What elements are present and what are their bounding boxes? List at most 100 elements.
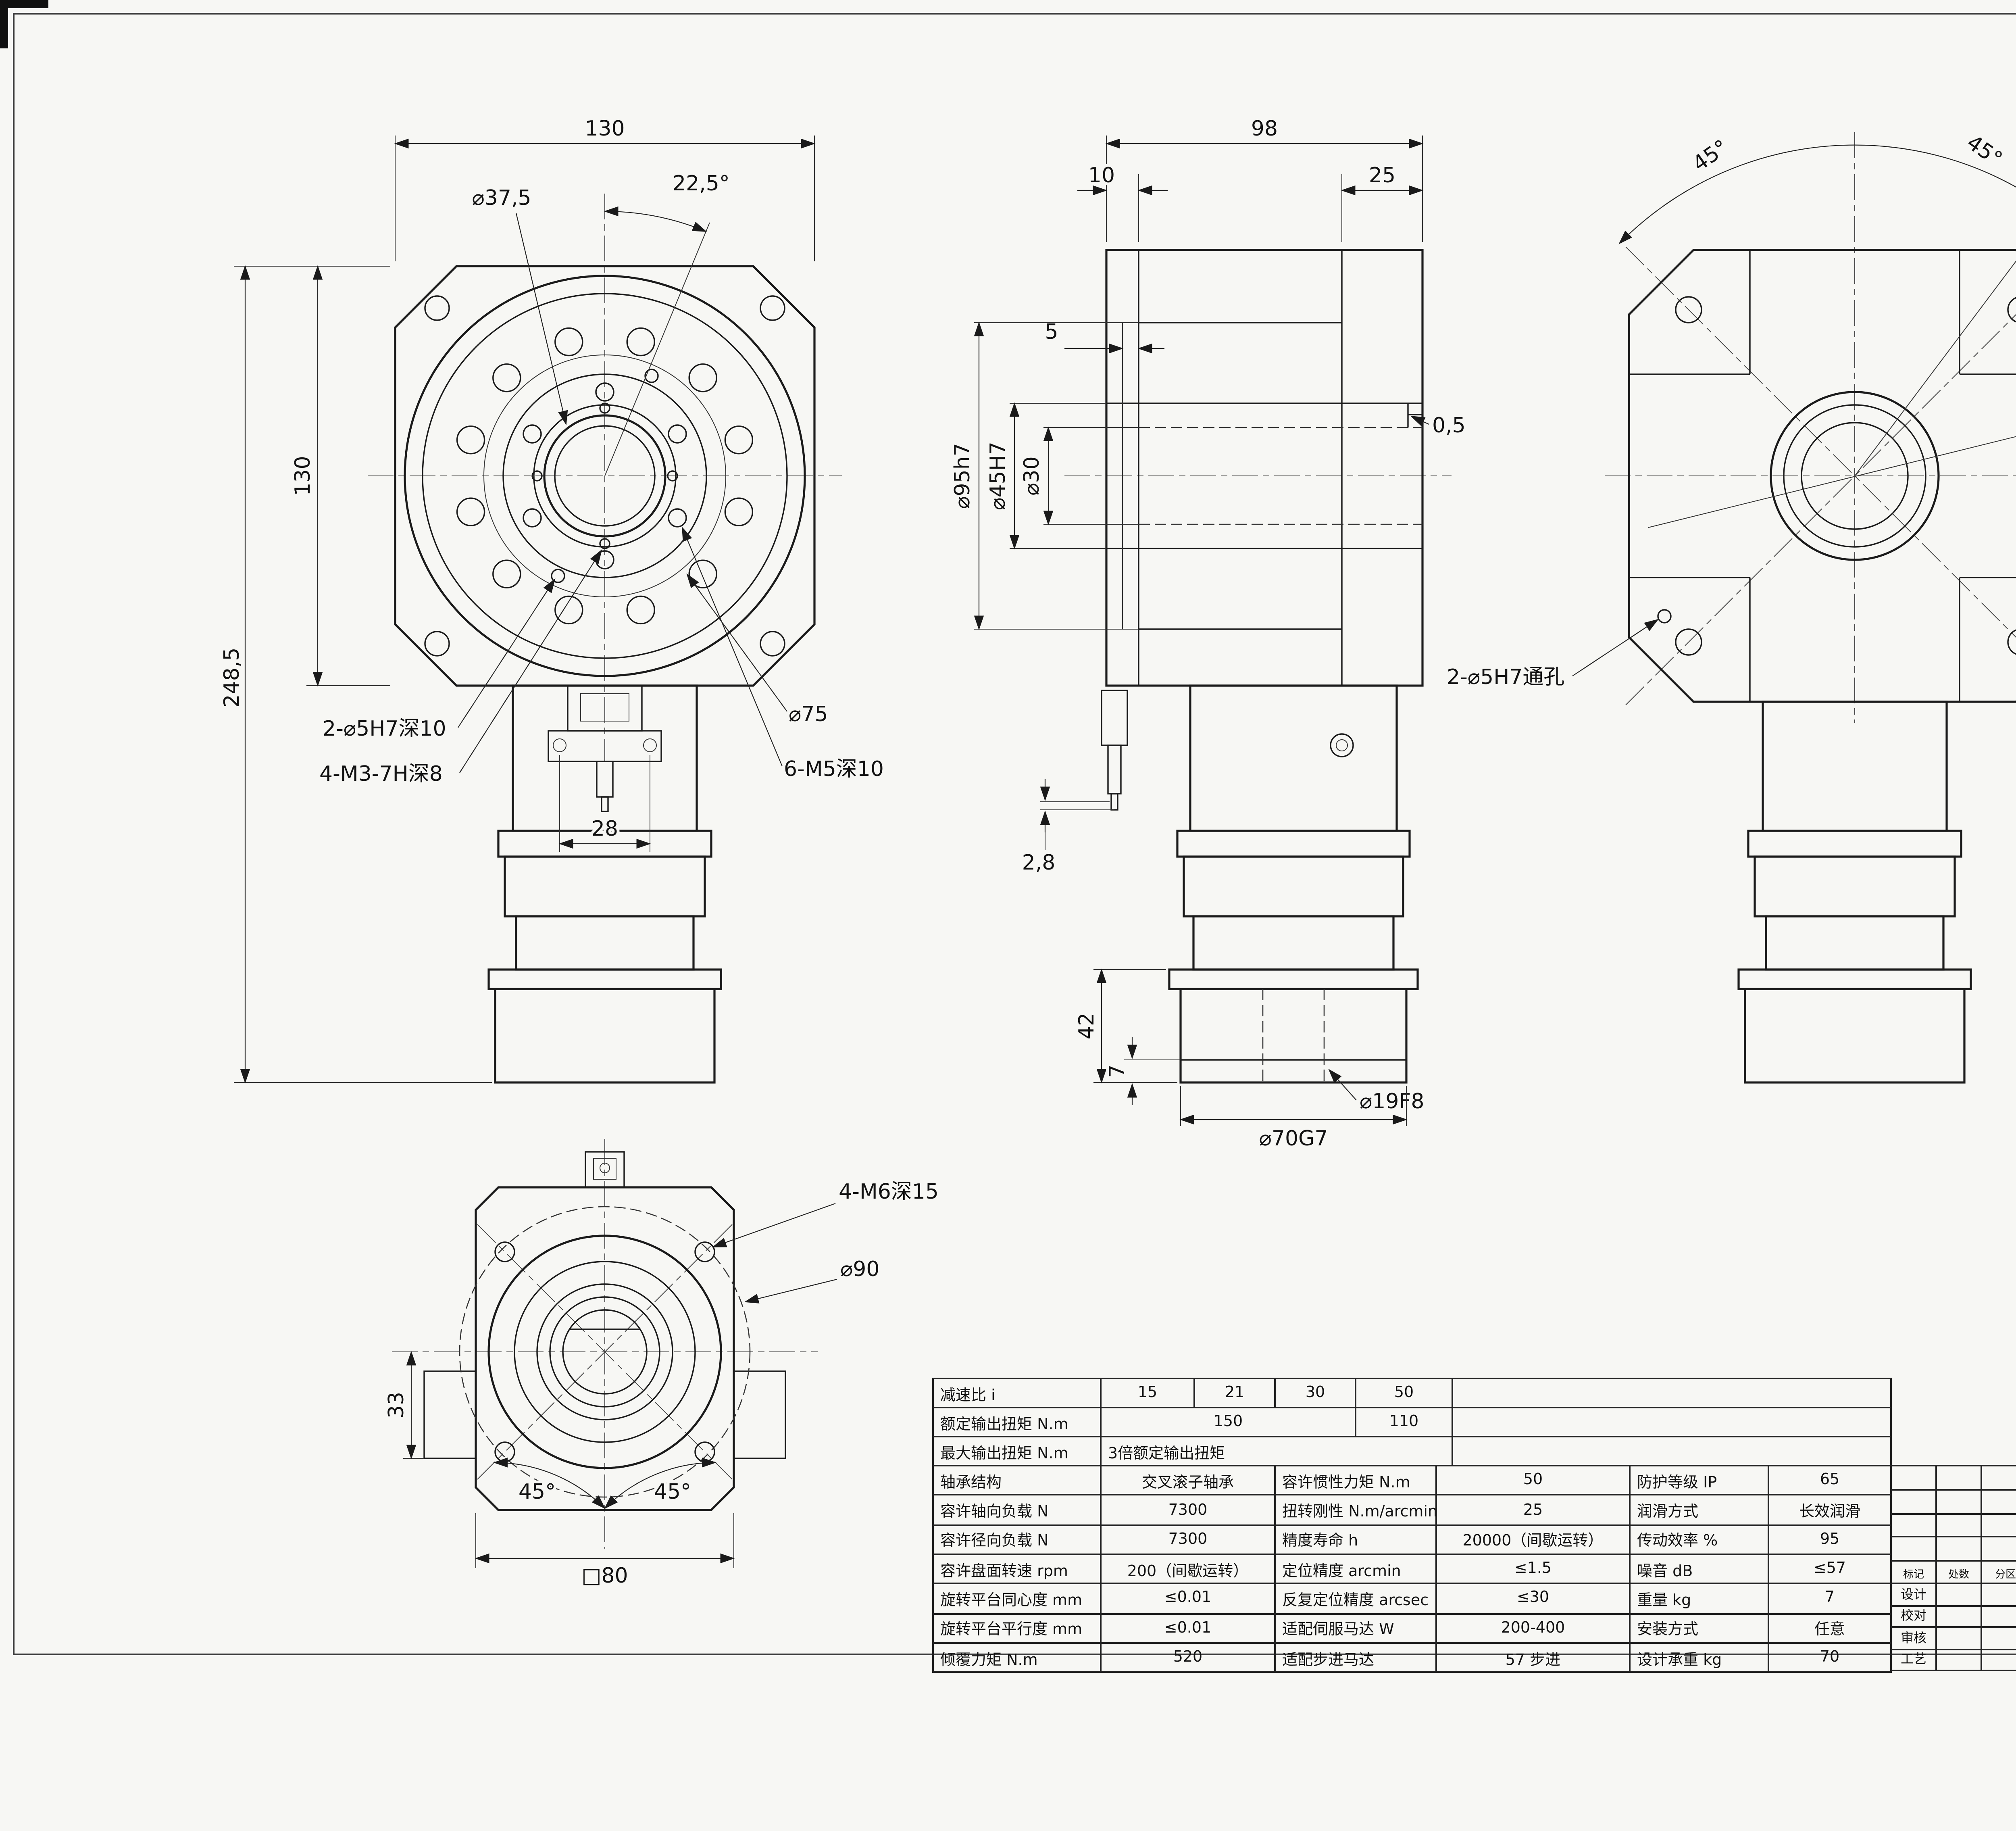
role-cell: 工艺 bbox=[1890, 1648, 1937, 1671]
sig-cell bbox=[1935, 1583, 1982, 1606]
spec-cell: 最大输出扭矩 N.m bbox=[932, 1436, 1102, 1466]
dim-front-height: 130 bbox=[291, 456, 315, 496]
spec-cell: 110 bbox=[1355, 1407, 1453, 1437]
sig-cell bbox=[1935, 1626, 1982, 1650]
spec-cell: 润滑方式 bbox=[1629, 1494, 1769, 1526]
spec-table-top: 减速比 i 15 21 30 50 额定输出扭矩 N.m 150 110 最大输… bbox=[932, 1378, 1892, 1466]
front-pin-holes bbox=[551, 369, 659, 583]
front-m3-holes bbox=[531, 402, 678, 549]
rear-through-holes bbox=[1675, 296, 2016, 656]
spec-cell: 安装方式 bbox=[1629, 1612, 1769, 1644]
rev-cell bbox=[1981, 1536, 2016, 1562]
spec-cell: 200-400 bbox=[1435, 1612, 1631, 1644]
spec-cell: 15 bbox=[1100, 1378, 1195, 1408]
spec-cell: 95 bbox=[1768, 1524, 1892, 1556]
spec-cell: ≤1.5 bbox=[1435, 1553, 1631, 1585]
dim-front-sensor-width: 28 bbox=[591, 817, 618, 841]
spec-cell bbox=[1452, 1436, 1892, 1466]
front-bolt-holes-outer bbox=[456, 327, 754, 625]
dim-front-bolt-circle: ⌀75 bbox=[789, 702, 828, 726]
table-row bbox=[1890, 1536, 2016, 1562]
spec-cell: 任意 bbox=[1768, 1612, 1892, 1644]
table-row: 审核 bbox=[1890, 1626, 2016, 1650]
rev-header-cell: 标记 bbox=[1890, 1560, 1937, 1584]
table-row: 设计 标准化 bbox=[1890, 1583, 2016, 1606]
spec-cell: 交叉滚子轴承 bbox=[1100, 1465, 1276, 1496]
role-cell: 审核 bbox=[1890, 1626, 1937, 1650]
rear-pin-holes bbox=[1657, 609, 1672, 624]
rev-cell bbox=[1890, 1512, 1937, 1538]
rev-cell bbox=[1981, 1489, 2016, 1514]
spec-cell: 200（间歇运转） bbox=[1100, 1553, 1276, 1585]
table-row: 工艺 批准 bbox=[1890, 1648, 2016, 1671]
spec-cell: 轴承结构 bbox=[932, 1465, 1102, 1496]
spec-cell: 适配步进马达 bbox=[1274, 1642, 1437, 1673]
spec-cell: 150 bbox=[1100, 1407, 1356, 1437]
dim-section-d45: ⌀45H7 bbox=[986, 442, 1010, 510]
rev-cell bbox=[1890, 1489, 1937, 1514]
dim-rear-angle-left: 45° bbox=[1688, 135, 1733, 176]
role-cell: 标准化 bbox=[1981, 1583, 2016, 1606]
table-row bbox=[1890, 1489, 2016, 1514]
spec-cell: 旋转平台同心度 mm bbox=[932, 1583, 1102, 1614]
table-row: 标记 处数 分区 更改文件号 签名 年月日 bbox=[1890, 1560, 2016, 1584]
section-motor-assembly bbox=[1168, 684, 1419, 1084]
dim-section-step: 5 bbox=[1045, 320, 1058, 344]
spec-cell: 520 bbox=[1100, 1642, 1276, 1673]
table-row: 容许轴向负载 N 7300 扭转刚性 N.m/arcmin 25 润滑方式 长效… bbox=[932, 1494, 1892, 1526]
front-corner-holes bbox=[424, 295, 785, 657]
sig-cell bbox=[1981, 1604, 2016, 1628]
rear-motor-assembly bbox=[1737, 701, 1972, 1084]
spec-table-bottom: 轴承结构 交叉滚子轴承 容许惯性力矩 N.m 50 防护等级 IP 65 容许轴… bbox=[932, 1465, 1892, 1673]
spec-cell: 容许轴向负载 N bbox=[932, 1494, 1102, 1526]
dim-front-bore: ⌀37,5 bbox=[472, 186, 531, 210]
dim-section-spigot-dia: ⌀70G7 bbox=[1259, 1126, 1328, 1151]
label-front-m5-holes: 6-M5深10 bbox=[784, 757, 884, 781]
dim-front-angle: 22,5° bbox=[673, 171, 730, 196]
spec-cell: 50 bbox=[1355, 1378, 1453, 1408]
label-front-m3-holes: 4-M3-7H深8 bbox=[319, 762, 443, 786]
spec-cell: 30 bbox=[1274, 1378, 1356, 1408]
table-row: 减速比 i 15 21 30 50 bbox=[932, 1378, 1892, 1408]
rev-cell bbox=[1935, 1512, 1982, 1538]
dim-section-flange: 10 bbox=[1088, 163, 1115, 188]
spec-cell: 容许惯性力矩 N.m bbox=[1274, 1465, 1437, 1496]
spec-table: 减速比 i 15 21 30 50 额定输出扭矩 N.m 150 110 最大输… bbox=[932, 1378, 1892, 1673]
table-row: 旋转平台同心度 mm ≤0.01 反复定位精度 arcsec ≤30 重量 kg… bbox=[932, 1583, 1892, 1614]
bottom-view: 4-M6深15 ⌀90 33 45° 45° □80 bbox=[381, 1139, 941, 1591]
spec-cell: 70 bbox=[1768, 1642, 1892, 1673]
role-cell: 设计 bbox=[1890, 1583, 1937, 1606]
sig-cell bbox=[1935, 1604, 1982, 1628]
table-row: 容许径向负载 N 7300 精度寿命 h 20000（间歇运转） 传动效率 % … bbox=[932, 1524, 1892, 1556]
dim-bottom-33: 33 bbox=[384, 1392, 408, 1418]
spec-cell: ≤0.01 bbox=[1100, 1583, 1276, 1614]
rev-header-cell: 处数 bbox=[1935, 1560, 1982, 1584]
dim-bottom-angle-left: 45° bbox=[519, 1480, 556, 1504]
dim-section-step2: 0,5 bbox=[1432, 413, 1466, 438]
spec-cell: 重量 kg bbox=[1629, 1583, 1769, 1614]
table-row: 倾覆力矩 N.m 520 适配步进马达 57 步进 设计承重 kg 70 bbox=[932, 1642, 1892, 1673]
spec-cell: 扭转刚性 N.m/arcmin bbox=[1274, 1494, 1437, 1526]
front-view: 130 130 248,5 22,5° ⌀37,5 2-⌀5H7深10 4-M3… bbox=[217, 114, 887, 1084]
spec-cell: 3倍额定输出扭矩 bbox=[1100, 1436, 1453, 1466]
spec-cell: 旋转平台平行度 mm bbox=[932, 1612, 1102, 1644]
spec-cell: 容许盘面转速 rpm bbox=[932, 1553, 1102, 1585]
spec-cell: 7300 bbox=[1100, 1524, 1276, 1556]
rear-view: 45° 45° 8° ⌀150 2-⌀5H7通孔 4-⌀9通孔 bbox=[1444, 127, 2016, 1084]
table-row bbox=[1890, 1512, 2016, 1538]
bottom-connector bbox=[585, 1151, 625, 1188]
label-rear-pin-holes: 2-⌀5H7通孔 bbox=[1447, 665, 1564, 689]
table-row: 校对 bbox=[1890, 1604, 2016, 1628]
table-row: 最大输出扭矩 N.m 3倍额定输出扭矩 bbox=[932, 1436, 1892, 1466]
spec-cell: 设计承重 kg bbox=[1629, 1642, 1769, 1673]
dim-section-shaft-len: 42 bbox=[1075, 1013, 1099, 1039]
rev-cell bbox=[1981, 1512, 2016, 1538]
spec-cell: 容许径向负载 N bbox=[932, 1524, 1102, 1556]
role-cell: 批准 bbox=[1981, 1648, 2016, 1671]
rev-cell bbox=[1935, 1489, 1982, 1514]
spec-cell: 65 bbox=[1768, 1465, 1892, 1496]
spec-cell: 7 bbox=[1768, 1583, 1892, 1614]
rear-corner-pockets bbox=[1629, 250, 2016, 702]
